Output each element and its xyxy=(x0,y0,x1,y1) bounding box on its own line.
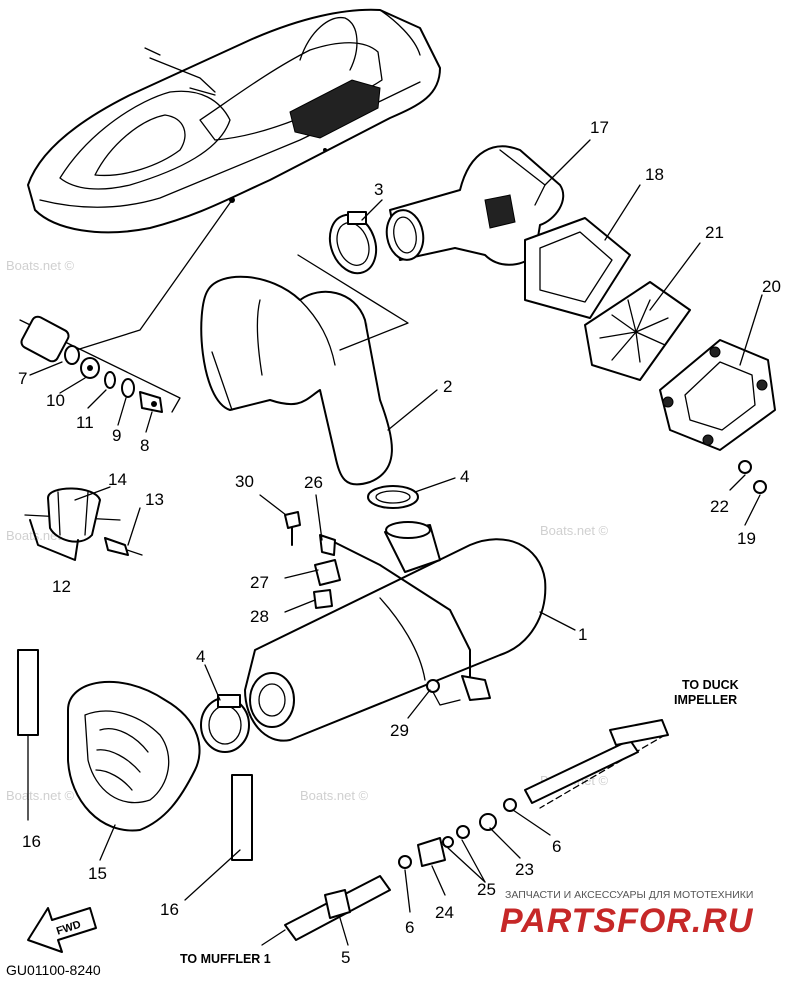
callout-12: 12 xyxy=(52,577,71,596)
callout-27: 27 xyxy=(250,573,269,592)
callout-16-bottom: 16 xyxy=(160,900,179,919)
callout-6-left: 6 xyxy=(405,918,414,937)
hull-fitting-group xyxy=(19,315,181,413)
callout-28: 28 xyxy=(250,607,269,626)
callout-11: 11 xyxy=(76,413,94,432)
callout-23: 23 xyxy=(515,860,534,879)
muffler-1 xyxy=(244,521,547,742)
callout-25: 25 xyxy=(477,880,496,899)
plate-21 xyxy=(584,281,691,381)
callout-19: 19 xyxy=(737,529,756,548)
callout-17: 17 xyxy=(590,118,609,137)
strips-16 xyxy=(17,649,253,901)
leader-lines xyxy=(29,139,763,946)
watercraft-illustration xyxy=(27,8,441,353)
callout-5: 5 xyxy=(341,948,350,967)
watermark-6: Boats.net © xyxy=(300,788,369,803)
gasket-18 xyxy=(524,217,631,319)
to-muffler-caption: TO MUFFLER 1 xyxy=(180,952,271,966)
captions: TO DUCK IMPELLER TO MUFFLER 1 GU01100-82… xyxy=(6,678,739,978)
logo-brand: PARTSFOR.RU xyxy=(500,902,754,940)
callout-16-left: 16 xyxy=(22,832,41,851)
watermark-5: Boats.net © xyxy=(6,788,75,803)
callout-18: 18 xyxy=(645,165,664,184)
callout-29: 29 xyxy=(390,721,409,740)
watermark-1: Boats.net © xyxy=(6,258,75,273)
diagram-code: GU01100-8240 xyxy=(6,962,101,978)
to-duck-caption-line2: IMPELLER xyxy=(674,693,737,707)
callout-10: 10 xyxy=(46,391,65,410)
exhaust-pipe-2 xyxy=(200,254,409,486)
clamp-4-upper xyxy=(367,485,419,509)
hose-assembly xyxy=(261,719,669,946)
callout-3: 3 xyxy=(374,180,383,199)
callout-7: 7 xyxy=(18,369,27,388)
callout-15: 15 xyxy=(88,864,107,883)
callout-21: 21 xyxy=(705,223,724,242)
flange-20 xyxy=(659,339,776,494)
clamp-assembly xyxy=(24,487,143,561)
callout-8: 8 xyxy=(140,436,149,455)
callout-24: 24 xyxy=(435,903,454,922)
callout-9: 9 xyxy=(112,426,121,445)
clamp-4-lower xyxy=(200,694,250,753)
callout-20: 20 xyxy=(762,277,781,296)
callout-22: 22 xyxy=(710,497,729,516)
callout-6-right: 6 xyxy=(552,837,561,856)
bracket-group xyxy=(284,511,461,706)
callout-4-lower: 4 xyxy=(196,647,205,666)
logo-tagline: ЗАПЧАСТИ И АКСЕССУАРЫ ДЛЯ МОТОТЕХНИКИ xyxy=(505,889,753,901)
exhaust-elbow-17 xyxy=(385,145,565,273)
callout-30: 30 xyxy=(235,472,254,491)
rubber-boot-15 xyxy=(67,680,201,832)
callout-26: 26 xyxy=(304,473,323,492)
fwd-arrow-icon: FWD xyxy=(27,907,97,953)
callout-2: 2 xyxy=(443,377,452,396)
callout-13: 13 xyxy=(145,490,164,509)
clamp-3 xyxy=(328,211,378,275)
callout-1: 1 xyxy=(578,625,587,644)
to-duck-caption-line1: TO DUCK xyxy=(682,678,739,692)
callout-numbers: 17 18 21 20 3 2 4 1 14 13 12 7 10 11 9 8… xyxy=(18,118,781,967)
callout-14: 14 xyxy=(108,470,127,489)
watermark-4: Boats.net © xyxy=(540,523,609,538)
partsfor-logo: ЗАПЧАСТИ И АКСЕССУАРЫ ДЛЯ МОТОТЕХНИКИ PA… xyxy=(500,889,754,940)
callout-4-upper: 4 xyxy=(460,467,469,486)
